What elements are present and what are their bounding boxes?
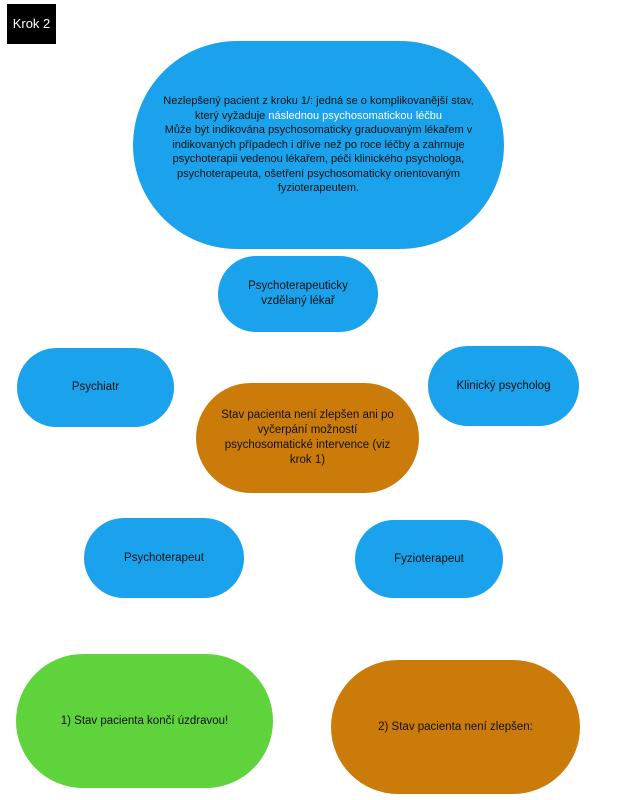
top-node-highlight: následnou psychosomatickou léčbu [268,109,443,122]
top-node-text-after: Může být indikována psychosomaticky grad… [164,124,473,195]
outcome-recovery-label: 1) Stav pacienta končí úzdravou! [60,714,229,727]
not-improved-center-label: Stav pacienta není zlepšen ani po vyčerp… [221,409,394,466]
outcome-recovery-node: 1) Stav pacienta končí úzdravou! [16,654,273,788]
psychiatrist-label: Psychiatr [71,381,120,393]
step-label: Krok 2 [7,4,56,44]
psychiatrist-node: Psychiatr [17,348,174,427]
physiotherapist-label: Fyzioterapeut [394,552,464,565]
psychotherapy-doctor-node: Psychoterapeuticky vzdělaný lékař [218,256,378,332]
psychotherapist-label: Psychoterapeut [124,551,204,564]
clinical-psychologist-label: Klinický psycholog [456,379,551,392]
not-improved-center-node: Stav pacienta není zlepšen ani po vyčerp… [196,383,419,493]
psychotherapist-node: Psychoterapeut [84,518,244,598]
physiotherapist-node: Fyzioterapeut [355,520,503,598]
follow-up-treatment-text: Nezlepšený pacient z kroku 1/: jedná se … [163,94,474,196]
clinical-psychologist-node: Klinický psycholog [428,346,579,426]
top-node-text-before: Nezlepšený pacient z kroku 1/: jedná se … [163,95,474,122]
outcome-not-improved-label: 2) Stav pacienta není zlepšen: [378,720,533,733]
outcome-not-improved-node: 2) Stav pacienta není zlepšen: [331,660,580,794]
follow-up-treatment-node: Nezlepšený pacient z kroku 1/: jedná se … [133,41,504,249]
psychotherapy-doctor-label: Psychoterapeuticky vzdělaný lékař [248,280,348,307]
